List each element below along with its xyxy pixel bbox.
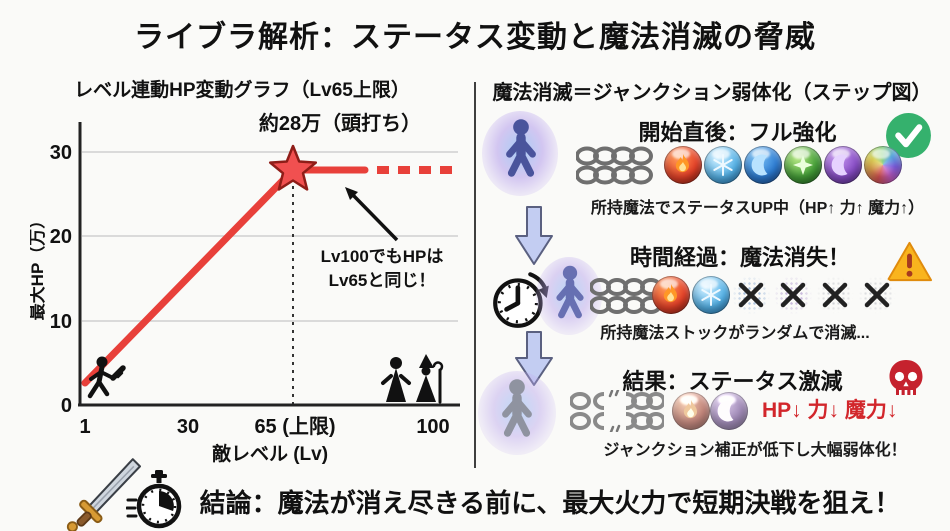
arrow-down-icon — [515, 331, 553, 386]
lost-magic-x-icon — [816, 276, 854, 314]
stats-down-text: HP↓ 力↓ 魔力↓ — [762, 399, 898, 422]
orb-fire-icon — [664, 146, 702, 184]
person-losing-magic-icon — [556, 265, 584, 319]
chart-gridlines — [82, 151, 458, 322]
chart-title: レベル連動HP変動グラフ（Lv65上限） — [74, 78, 410, 101]
junction-chain-icon — [576, 146, 653, 185]
witch-icons — [381, 354, 444, 404]
skull-icon — [889, 360, 923, 395]
peak-star-icon — [268, 144, 318, 191]
y-tick-30: 30 — [50, 142, 72, 164]
callout-arrow-icon — [345, 187, 399, 242]
steps-panel-title: 魔法消滅＝ジャンクション弱体化（ステップ図） — [492, 82, 932, 104]
page-title: ライブラ解析：ステータス変動と魔法消滅の脅威 — [134, 21, 816, 54]
step2-title: 時間経過：魔法消失！ — [629, 245, 850, 270]
person-full-power-icon — [506, 119, 536, 177]
sword-icon — [66, 458, 141, 531]
orb-moon-faded-icon — [710, 392, 748, 430]
conclusion-text: 結論：魔法が消え尽きる前に、最大火力で短期決戦を狙え！ — [199, 488, 901, 518]
y-tick-0: 0 — [61, 395, 72, 417]
y-tick-20: 20 — [50, 226, 72, 248]
warning-icon — [886, 241, 933, 282]
y-tick-10: 10 — [50, 311, 72, 333]
step1-caption: 所持魔法でステータスUP中（HP↑ 力↑ 魔力↑） — [590, 200, 925, 217]
x-tick-30: 30 — [177, 416, 199, 438]
x-tick-65: 65 (上限) — [254, 415, 335, 438]
orb-ice-icon — [704, 146, 742, 184]
x-tick-100: 100 — [416, 416, 449, 438]
hp-level-chart: レベル連動HP変動グラフ（Lv65上限） 30 20 10 0 最大HP（万） … — [30, 78, 460, 465]
peak-annotation: 約28万（頭打ち） — [259, 111, 421, 135]
lost-magic-x-icon — [774, 276, 812, 314]
orb-moon-icon — [824, 146, 862, 184]
hp-line-solid — [81, 166, 369, 387]
step1-title: 開始直後：フル強化 — [638, 120, 837, 145]
panel-divider — [474, 82, 476, 468]
arrow-down-icon — [515, 206, 553, 265]
orb-rainbow-icon — [864, 146, 902, 184]
lost-magic-x-icon — [858, 276, 896, 314]
step3-caption: ジャンクション補正が低下し大幅弱体化！ — [603, 442, 907, 459]
x-tick-1: 1 — [79, 416, 90, 438]
step2-caption: 所持魔法ストックがランダムで消滅... — [600, 325, 870, 342]
orb-ice-icon — [692, 276, 730, 314]
lost-magic-x-icon — [732, 276, 770, 314]
broken-chain-icon — [570, 390, 664, 432]
stopwatch-icon — [126, 470, 182, 529]
check-icon — [886, 113, 931, 158]
orb-holy-icon — [784, 146, 822, 184]
y-axis-label: 最大HP（万） — [30, 212, 47, 321]
orb-water-icon — [744, 146, 782, 184]
callout-line2: Lv65と同じ！ — [329, 271, 436, 290]
soldier-icon — [87, 356, 126, 399]
x-axis-label: 敵レベル (Lv) — [212, 442, 328, 465]
step3-title: 結果：ステータス激減 — [622, 369, 843, 394]
callout-line1: Lv100でもHPは — [321, 247, 444, 266]
person-weakened-icon — [502, 379, 532, 437]
orb-fire-icon — [652, 276, 690, 314]
orb-fire-faded-icon — [672, 392, 710, 430]
